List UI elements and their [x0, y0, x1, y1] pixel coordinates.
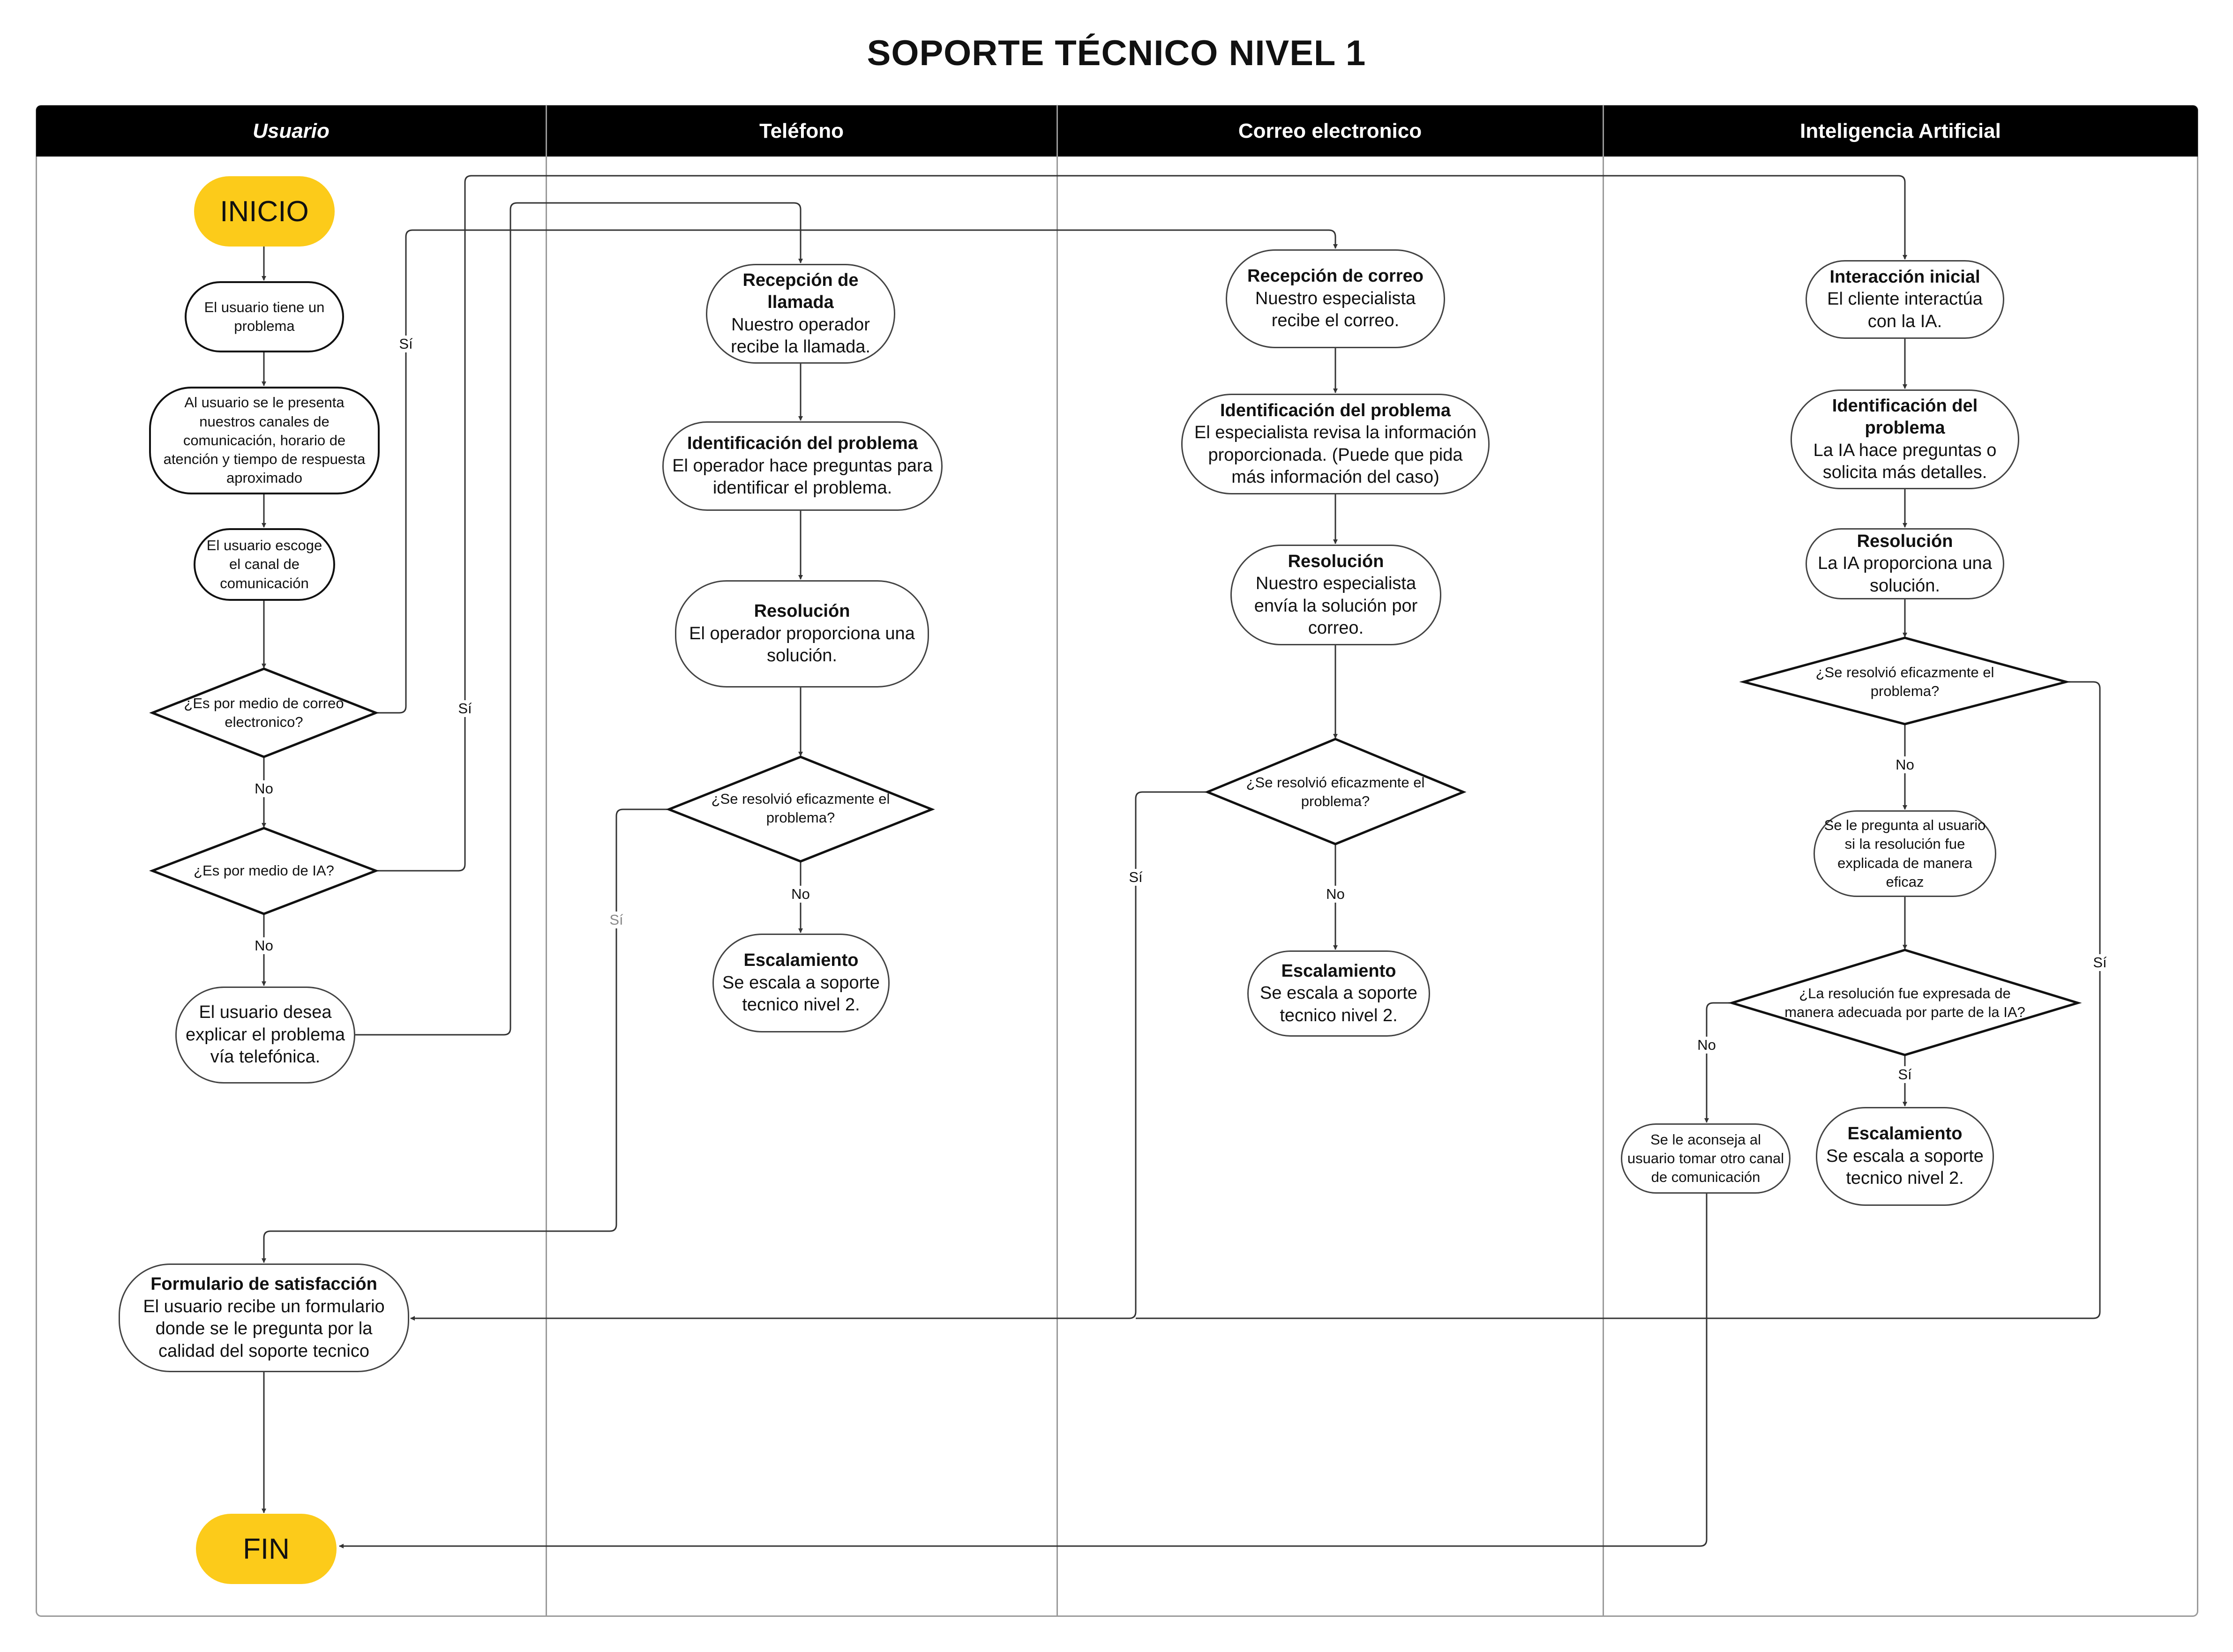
edge-label-si-telefono: Sí: [607, 912, 625, 928]
recepcion-llamada-title: Recepción de llamada: [742, 270, 859, 313]
resolucion-ia-text: La IA proporciona una solución.: [1818, 553, 1992, 596]
edge-label-no-ia: No: [253, 937, 275, 954]
lane-divider: [546, 105, 547, 1617]
interaccion-ia-title: Interacción inicial: [1829, 267, 1980, 287]
edge-label-si-correo-lane: Sí: [1127, 869, 1145, 886]
edge-label-no-ia-1: No: [1894, 756, 1916, 773]
arrow-tel-si: [262, 808, 669, 1263]
escalamiento-correo-text: Se escala a soporte tecnico nivel 2.: [1260, 983, 1417, 1025]
resolucion-correo-text: Nuestro especialista envía la solución p…: [1254, 574, 1418, 638]
edge-label-no-correo-lane: No: [1324, 886, 1347, 903]
interaccion-ia-text: El cliente interactúa con la IA.: [1827, 289, 1983, 331]
edge-label-no-telefono: No: [789, 886, 812, 903]
page-title: SOPORTE TÉCNICO NIVEL 1: [867, 33, 1366, 73]
resolucion-telefono-text: El operador proporciona una solución.: [689, 623, 915, 666]
decision-ia-text: ¿Es por medio de IA?: [194, 862, 334, 879]
escalamiento-ia-title: Escalamiento: [1847, 1124, 1963, 1144]
process-tiene-problema: El usuario tiene un problema: [185, 281, 344, 352]
process-recepcion-correo: Recepción de correo Nuestro especialista…: [1226, 249, 1445, 348]
arrow-to-telefono: [355, 202, 803, 1036]
decision-ia-1-text: ¿Se resolvió eficazmente el problema?: [1815, 664, 1994, 699]
formulario-title: Formulario de satisfacción: [150, 1274, 377, 1294]
process-identificacion-correo: Identificación del problema El especiali…: [1181, 394, 1490, 494]
identificacion-ia-text: La IA hace preguntas o solicita más deta…: [1813, 440, 1997, 483]
lane-header-correo: Correo electronico: [1057, 105, 1603, 157]
process-telefonica: El usuario desea explicar el problema ví…: [175, 987, 355, 1084]
edge-label-si-ia: Sí: [456, 700, 474, 717]
decision-diamond-telefono: [666, 755, 935, 863]
identificacion-correo-title: Identificación del problema: [1220, 400, 1451, 420]
decision-diamond-correo-lane: [1204, 738, 1467, 845]
end-terminal: FIN: [196, 1514, 337, 1584]
process-identificacion-telefono: Identificación del problema El operador …: [662, 421, 943, 511]
lane-divider: [1603, 105, 1604, 1617]
process-formulario: Formulario de satisfacción El usuario re…: [119, 1263, 409, 1372]
edge-label-si-ia-1: Sí: [2091, 954, 2109, 971]
edge-label-no-correo: No: [253, 780, 275, 797]
lane-header-ia: Inteligencia Artificial: [1603, 105, 2198, 157]
process-escalamiento-correo: Escalamiento Se escala a soporte tecnico…: [1247, 950, 1430, 1037]
process-escoge-canal: El usuario escoge el canal de comunicaci…: [194, 528, 335, 601]
arrow-ia-no-aconseja: [1704, 1002, 1732, 1123]
decision-diamond-ia: [149, 827, 379, 915]
recepcion-correo-title: Recepción de correo: [1247, 266, 1424, 286]
decision-diamond-ia-1: [1739, 636, 2071, 725]
recepcion-correo-text: Nuestro especialista recibe el correo.: [1255, 288, 1416, 331]
process-resolucion-telefono: Resolución El operador proporciona una s…: [675, 580, 929, 688]
resolucion-telefono-title: Resolución: [754, 601, 850, 621]
resolucion-correo-title: Resolución: [1288, 551, 1384, 571]
decision-telefono-text: ¿Se resolvió eficazmente el problema?: [711, 790, 890, 826]
decision-ia-2-text: ¿La resolución fue expresada de manera a…: [1784, 985, 2025, 1020]
identificacion-telefono-text: El operador hace preguntas para identifi…: [672, 456, 933, 498]
lane-header-telefono: Teléfono: [546, 105, 1057, 157]
edge-label-si-ia-2: Sí: [1896, 1066, 1914, 1083]
arrow-ia-si-formulario: [1136, 681, 2101, 1319]
arrow-correo-si: [410, 791, 1207, 1321]
process-aconseja-ia: Se le aconseja al usuario tomar otro can…: [1621, 1123, 1791, 1194]
formulario-text: El usuario recibe un formulario donde se…: [143, 1296, 385, 1361]
lane-divider: [1057, 105, 1058, 1617]
arrow-aconseja-fin: [339, 1193, 1708, 1548]
edge-label-no-ia-2: No: [1695, 1037, 1718, 1054]
process-canales: Al usuario se le presenta nuestros canal…: [149, 387, 380, 494]
identificacion-correo-text: El especialista revisa la información pr…: [1194, 423, 1476, 487]
escalamiento-correo-title: Escalamiento: [1281, 961, 1396, 981]
arrow-to-ia: [376, 175, 1907, 872]
edge-label-si-correo: Sí: [397, 336, 415, 352]
process-resolucion-correo: Resolución Nuestro especialista envía la…: [1230, 545, 1441, 645]
process-escalamiento-ia: Escalamiento Se escala a soporte tecnico…: [1816, 1107, 1994, 1206]
escalamiento-ia-text: Se escala a soporte tecnico nivel 2.: [1826, 1146, 1984, 1189]
arrow-to-correo: [376, 229, 1338, 714]
process-interaccion-ia: Interacción inicial El cliente interactú…: [1806, 260, 2004, 339]
process-pregunta-ia: Se le pregunta al usuario si la resoluci…: [1813, 810, 1996, 897]
process-resolucion-ia: Resolución La IA proporciona una solució…: [1806, 528, 2004, 599]
lane-header-usuario: Usuario: [36, 105, 546, 157]
start-terminal: INICIO: [194, 176, 335, 247]
process-recepcion-llamada: Recepción de llamada Nuestro operador re…: [706, 264, 895, 364]
decision-correo-text: ¿Es por medio de correo electronico?: [184, 695, 344, 730]
process-escalamiento-telefono: Escalamiento Se escala a soporte tecnico…: [712, 934, 890, 1032]
process-identificacion-ia: Identificación del problema La IA hace p…: [1791, 389, 2019, 489]
escalamiento-telefono-title: Escalamiento: [743, 950, 859, 971]
decision-correo-lane-text: ¿Se resolvió eficazmente el problema?: [1246, 774, 1425, 809]
decision-diamond-ia-2: [1728, 949, 2082, 1056]
identificacion-telefono-title: Identificación del problema: [687, 434, 918, 454]
identificacion-ia-title: Identificación del problema: [1832, 396, 1978, 438]
escalamiento-telefono-text: Se escala a soporte tecnico nivel 2.: [722, 972, 880, 1015]
resolucion-ia-title: Resolución: [1857, 531, 1953, 551]
decision-diamond-correo: [149, 667, 379, 758]
recepcion-llamada-text: Nuestro operador recibe la llamada.: [731, 314, 870, 357]
